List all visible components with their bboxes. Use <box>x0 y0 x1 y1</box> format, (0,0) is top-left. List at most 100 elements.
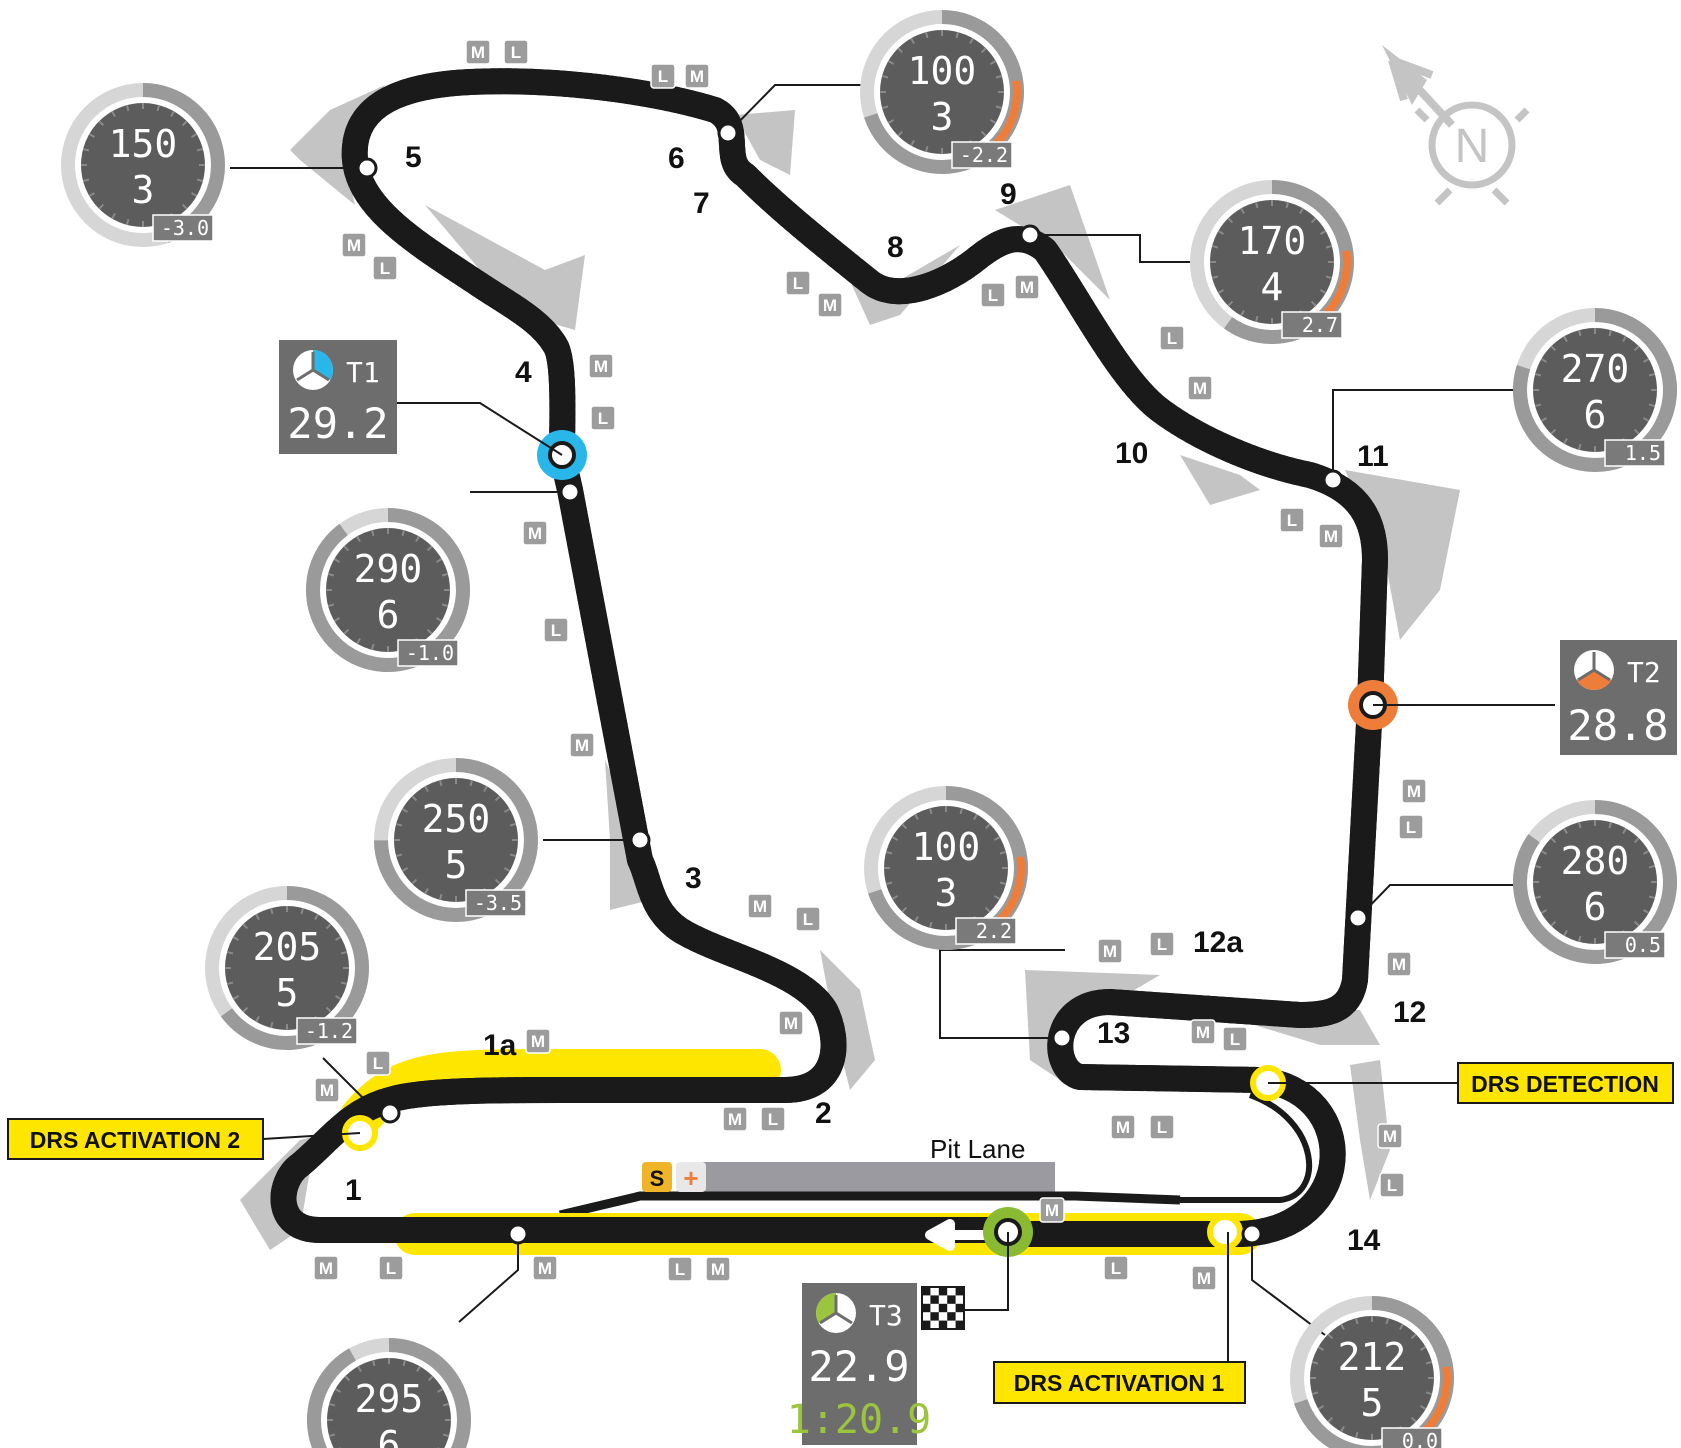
turn-4: 4 <box>515 356 532 389</box>
safety-car-label: S <box>650 1166 665 1191</box>
kerb-label-light: L <box>590 405 616 431</box>
gauge-face-g-turn13 <box>884 806 1008 930</box>
svg-text:M: M <box>1392 955 1406 974</box>
turn-9: 9 <box>1000 178 1017 211</box>
svg-text:T1: T1 <box>346 356 380 389</box>
safety-car-box <box>642 1162 672 1192</box>
gauge-gforce-g-turn11: 1.5 <box>1625 441 1661 465</box>
svg-text:T3: T3 <box>869 1299 903 1332</box>
pit-lane: Pit Lane S + <box>558 1092 1313 1220</box>
gauge-gforce-g-turn14: 0.0 <box>1402 1429 1438 1448</box>
turn-numbers: 1 1a 2 3 4 5 6 7 8 9 10 11 12 12a 13 14 <box>345 141 1426 1257</box>
svg-text:L: L <box>1167 329 1177 348</box>
svg-text:M: M <box>1196 1023 1210 1042</box>
drs-labels: DRS DETECTION DRS ACTIVATION 1 DRS ACTIV… <box>7 1062 1674 1404</box>
pit-lane-label: Pit Lane <box>930 1134 1025 1164</box>
gauge-face-g-turn3 <box>394 778 518 902</box>
kerb-label-light: L <box>543 617 569 643</box>
drs-activation1-label: DRS ACTIVATION 1 <box>993 1361 1246 1404</box>
direction-arrow-icon <box>925 1219 990 1251</box>
speed-gauge-g-straight: 29560.1 <box>307 1338 471 1448</box>
gauge-gear-g-turn5: 3 <box>132 168 155 212</box>
kerb-label-medium: M <box>1318 523 1344 549</box>
svg-text:M: M <box>528 524 542 543</box>
drs-detection-label: DRS DETECTION <box>1457 1062 1674 1104</box>
gauge-level-g-straight <box>307 1338 471 1448</box>
gauge-gear-g-turn14: 5 <box>1361 1381 1384 1425</box>
runoff-turn6 <box>735 110 795 175</box>
turn-14: 14 <box>1347 1224 1381 1257</box>
gauge-gforce-g-turn6: -2.2 <box>960 143 1008 167</box>
turn-2: 2 <box>815 1097 832 1130</box>
gauge-speed-g-turn4: 290 <box>354 547 423 591</box>
turn-12: 12 <box>1393 996 1426 1029</box>
gauge-speed-g-turn3: 250 <box>422 797 491 841</box>
gauge-face-g-straight <box>327 1358 451 1448</box>
svg-text:L: L <box>803 910 813 929</box>
turn-3: 3 <box>685 862 702 895</box>
leader-lines <box>230 84 1555 1362</box>
svg-text:M: M <box>1383 1127 1397 1146</box>
pit-lane-road <box>558 1191 1181 1220</box>
svg-text:M: M <box>1020 278 1034 297</box>
kerb-label-light: L <box>760 1106 786 1132</box>
kerb-label-light: L <box>980 282 1006 308</box>
gauge-speed-g-turn9: 170 <box>1238 219 1307 263</box>
svg-text:L: L <box>988 286 998 305</box>
svg-text:DRS ACTIVATION 1: DRS ACTIVATION 1 <box>1014 1370 1225 1396</box>
turn-1: 1 <box>345 1174 362 1207</box>
compass: N <box>1382 45 1530 206</box>
kerb-label-medium: M <box>341 232 367 258</box>
kerb-label-light: L <box>1398 814 1424 840</box>
svg-text:M: M <box>320 1081 334 1100</box>
svg-text:L: L <box>1157 1118 1167 1137</box>
gauge-gforce-g-turn3: -3.5 <box>474 891 522 915</box>
drs-activation2-label: DRS ACTIVATION 2 <box>7 1118 264 1160</box>
svg-text:L: L <box>1287 511 1297 530</box>
svg-text:DRS ACTIVATION 2: DRS ACTIVATION 2 <box>30 1127 240 1153</box>
kerb-label-medium: M <box>314 1077 340 1103</box>
svg-text:22.9: 22.9 <box>808 1342 909 1391</box>
gauge-gforce-g-turn9: 2.7 <box>1302 313 1338 337</box>
kerb-label-light: L <box>1103 1255 1129 1281</box>
kerb-label-medium: M <box>1386 951 1412 977</box>
gauge-gforce-g-turn13: 2.2 <box>976 919 1012 943</box>
sector-panels: T1 29.2 T2 28.8 T3 22.9 1:20.9 <box>279 340 1677 1445</box>
gauge-gear-g-turn11: 6 <box>1584 393 1607 437</box>
kerb-label-medium: M <box>313 1255 339 1281</box>
gauge-face-g-turn6 <box>880 30 1004 154</box>
gauge-face-g-turn4 <box>326 528 450 652</box>
svg-text:M: M <box>471 43 485 62</box>
svg-text:M: M <box>728 1110 742 1129</box>
svg-text:L: L <box>1387 1176 1397 1195</box>
kerb-label-medium: M <box>525 1028 551 1054</box>
runoff-turn10 <box>1180 455 1260 505</box>
gauge-face-g-turn11 <box>1533 328 1657 452</box>
gauge-face-g-turn5 <box>81 103 205 227</box>
track <box>283 81 1388 1251</box>
kerb-label-light: L <box>503 39 529 65</box>
gauge-speed-g-turn12: 280 <box>1561 839 1630 883</box>
kerb-label-medium: M <box>1190 1019 1216 1045</box>
gauge-gforce-g-turn5: -3.0 <box>161 216 209 240</box>
svg-text:M: M <box>1103 942 1117 961</box>
svg-text:L: L <box>793 274 803 293</box>
sector2-indicator-icon <box>1576 670 1612 690</box>
drs-activation1-marker <box>1207 1214 1243 1250</box>
kerb-label-light: L <box>650 63 676 89</box>
svg-text:L: L <box>1157 935 1167 954</box>
gauge-gear-g-turn13: 3 <box>935 871 958 915</box>
svg-text:L: L <box>675 1260 685 1279</box>
svg-text:L: L <box>380 259 390 278</box>
sector3-panel: T3 22.9 1:20.9 <box>787 1283 931 1445</box>
kerb-label-medium: M <box>1187 375 1213 401</box>
kerb-label-light: L <box>795 906 821 932</box>
svg-text:L: L <box>551 621 561 640</box>
svg-text:M: M <box>594 357 608 376</box>
svg-text:29.2: 29.2 <box>287 399 388 448</box>
